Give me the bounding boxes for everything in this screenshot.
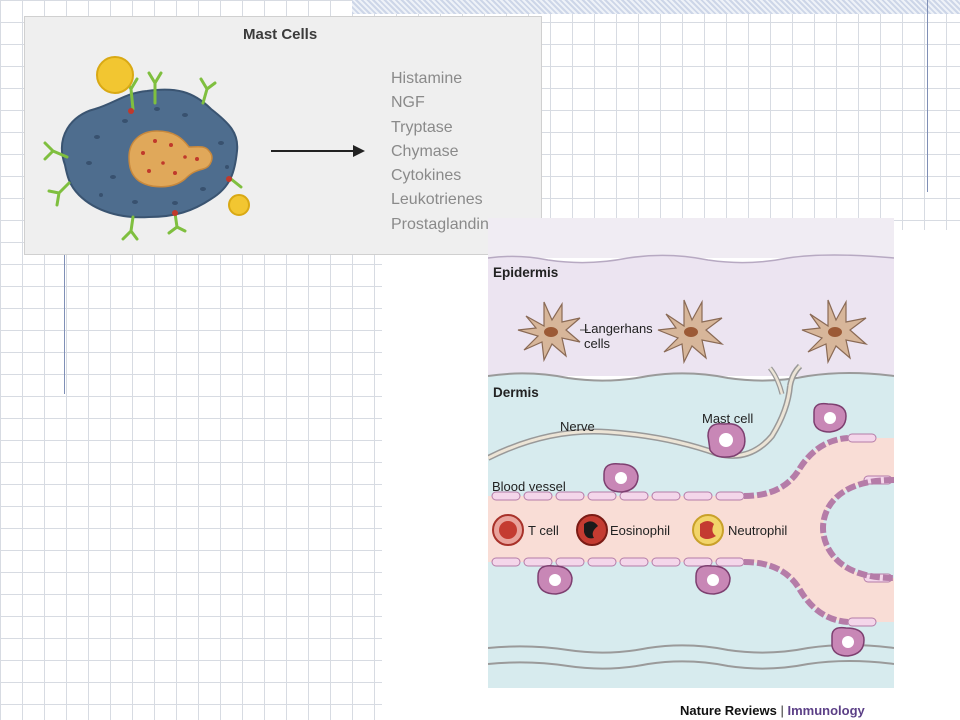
left-rule	[64, 252, 65, 394]
label-eosinophil: Eosinophil	[610, 523, 670, 538]
neutrophil-icon	[692, 514, 724, 546]
right-rule	[927, 0, 928, 192]
t-cell-icon	[492, 514, 524, 546]
top-band	[352, 0, 960, 14]
mast-panel-title: Mast Cells	[243, 26, 318, 43]
mast-cell-panel: Mast Cells	[24, 16, 542, 255]
mast-cell-illustration	[43, 56, 365, 241]
label-langerhans-2: cells	[584, 336, 611, 351]
top-stratum	[488, 218, 894, 258]
mediator-item: Tryptase	[391, 118, 453, 136]
langerhans-cell	[801, 299, 869, 365]
label-dermis: Dermis	[493, 385, 539, 400]
label-langerhans-1: Langerhans	[584, 321, 653, 336]
mediator-item: Histamine	[391, 70, 463, 87]
mediator-item: Leukotrienes	[391, 191, 483, 209]
langerhans-cell	[517, 301, 581, 363]
label-epidermis: Epidermis	[493, 265, 559, 280]
skin-diagram-illustration	[488, 218, 894, 688]
credit-prefix: Nature Reviews	[680, 703, 777, 718]
mediator-item: NGF	[391, 94, 425, 112]
label-neutrophil: Neutrophil	[728, 523, 788, 538]
label-t-cell: T cell	[528, 523, 559, 538]
eosinophil-icon	[576, 514, 608, 546]
source-credit: Nature Reviews | Immunology	[680, 703, 865, 718]
epidermis-layer	[488, 255, 894, 376]
credit-section: Immunology	[787, 703, 865, 718]
label-mast-cell: Mast cell	[702, 411, 754, 426]
skin-diagram-panel: Epidermis Langerhans cells Dermis Nerve …	[488, 218, 894, 692]
credit-separator: |	[780, 703, 784, 718]
label-blood-vessel: Blood vessel	[492, 479, 566, 494]
mediator-item: Chymase	[391, 142, 459, 160]
label-nerve: Nerve	[560, 419, 595, 434]
langerhans-cell	[657, 299, 725, 365]
mediator-item: Prostaglandins	[391, 215, 497, 233]
mediator-list: Histamine NGF Tryptase Chymase Cytokines…	[391, 67, 497, 237]
mediator-item: Cytokines	[391, 167, 462, 185]
